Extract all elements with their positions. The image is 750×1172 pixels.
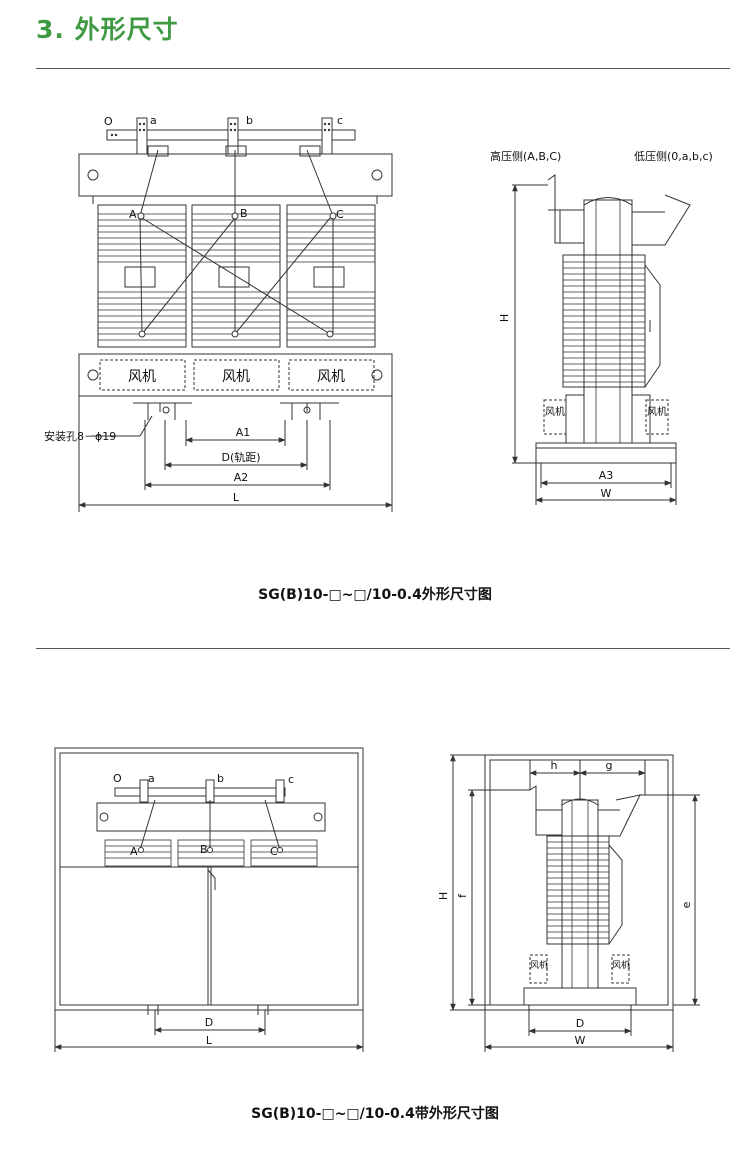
fig2-dim-h: H xyxy=(437,892,450,900)
fig2-terminal-b: b xyxy=(217,772,224,785)
fig1-mount-hole-label: 安装孔8－ϕ19 xyxy=(44,429,116,443)
fig1-terminal-a: a xyxy=(150,114,157,127)
fig1-side-fan-right: 风机 xyxy=(647,405,667,418)
fig1-fan-3: 风机 xyxy=(317,369,345,385)
fig1-terminal-o: O xyxy=(104,115,113,128)
fig2-front-view xyxy=(54,747,364,1052)
fig1-phase-c: C xyxy=(336,208,344,221)
fig1-lv-side-label: 低压侧(0,a,b,c) xyxy=(634,150,713,163)
fig2-phase-a: A xyxy=(130,845,138,858)
fig1-hv-side-label: 高压侧(A,B,C) xyxy=(490,149,561,163)
fig1-dim-a3: A3 xyxy=(599,469,614,482)
fig2-dim-l: L xyxy=(206,1034,213,1047)
fig1-caption: SG(B)10-□~□/10-0.4外形尺寸图 xyxy=(258,587,492,603)
fig2-terminal-c: c xyxy=(288,773,294,786)
fig2-phase-b: B xyxy=(200,843,208,856)
fig2-side-fan-left: 风机 xyxy=(530,959,548,971)
fig1-side-fan-left: 风机 xyxy=(545,405,565,418)
fig1-dim-a2: A2 xyxy=(234,471,249,484)
fig1-phase-b: B xyxy=(240,207,248,220)
fig1-terminal-c: c xyxy=(337,114,343,127)
fig1-side-view xyxy=(512,174,691,505)
fig1-dim-d: D(轨距) xyxy=(221,450,260,464)
fig2-dim-w: W xyxy=(575,1034,586,1047)
fig1-terminal-b: b xyxy=(246,114,253,127)
fig2-dim-e: e xyxy=(680,901,693,908)
fig1-fan-2: 风机 xyxy=(222,369,250,385)
fig2-dim-f: f xyxy=(456,893,469,898)
fig1-dim-l: L xyxy=(233,491,240,504)
fig2-dim-g: g xyxy=(606,759,613,772)
fig1-front-view xyxy=(78,117,393,512)
fig2-terminal-o: O xyxy=(113,772,122,785)
fig2-phase-c: C xyxy=(270,845,278,858)
fig1-dim-w: W xyxy=(601,487,612,500)
fig1-dim-a1: A1 xyxy=(236,426,251,439)
fig1-dim-h: H xyxy=(498,314,511,322)
fig2-dim-d2: D xyxy=(576,1017,584,1030)
fig2-dim-h-small: h xyxy=(551,759,558,772)
fig2-side-view xyxy=(450,754,700,1052)
section-heading: 3. 外形尺寸 xyxy=(36,15,179,44)
fig2-caption: SG(B)10-□~□/10-0.4带外形尺寸图 xyxy=(251,1106,499,1122)
fig2-side-fan-right: 风机 xyxy=(612,959,630,971)
middle-divider xyxy=(36,648,730,649)
fig2-terminal-a: a xyxy=(148,772,155,785)
top-divider xyxy=(36,68,730,69)
fig1-fan-1: 风机 xyxy=(128,369,156,385)
fig2-dim-d: D xyxy=(205,1016,213,1029)
fig1-phase-a: A xyxy=(129,208,137,221)
